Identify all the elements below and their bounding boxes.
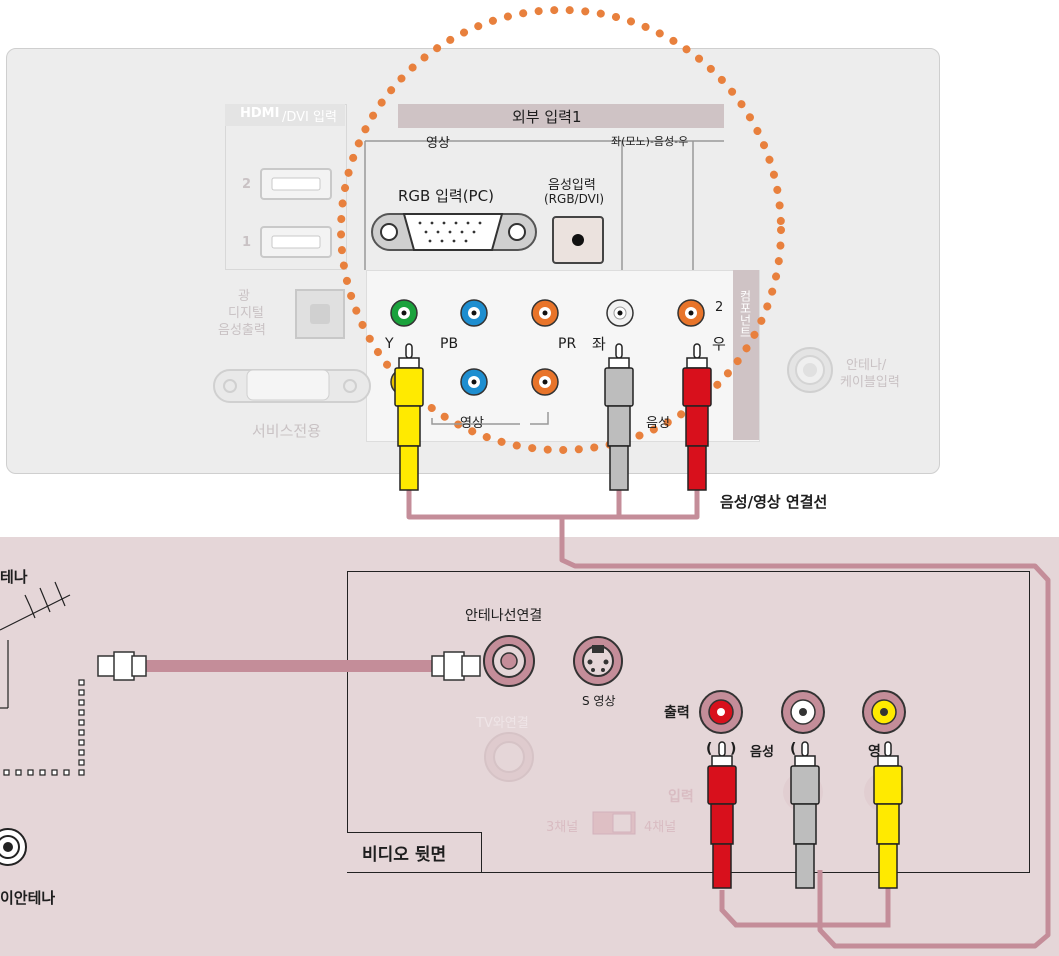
paren-right-label: ) — [730, 741, 737, 757]
video-lower-label: 영상 — [460, 416, 484, 431]
hdmi-port-2-icon — [260, 168, 332, 200]
service-label: 서비스전용 — [252, 422, 322, 440]
component-pr-jack-icon — [531, 299, 559, 327]
tv-video-plug-yellow — [394, 343, 424, 491]
audio-in-jack-icon — [552, 216, 604, 264]
vcr-audio-left-output-icon — [781, 690, 825, 734]
channel-4-label: 4채널 — [644, 820, 677, 835]
component-side-bar — [733, 270, 759, 440]
component-y-jack-icon — [390, 299, 418, 327]
component-y-label: Y — [385, 336, 394, 352]
s-video-jack-icon — [573, 636, 623, 686]
row2-pr-jack-icon — [531, 368, 559, 396]
outdoor-antenna-icon — [0, 581, 71, 709]
output-label: 출력 — [664, 705, 690, 721]
av-cable-label: 음성/영상 연결선 — [720, 493, 828, 511]
optical-port-icon — [295, 289, 345, 339]
component-pb-label: PB — [440, 336, 459, 352]
audio-lower-label: 음성 — [646, 416, 670, 431]
dotted-lead-line — [3, 679, 85, 776]
component-side-label: 컴포넌트 — [738, 290, 752, 338]
vcr-video-output-icon — [862, 690, 906, 734]
input-two-label: 2 — [715, 300, 724, 315]
paren-left-label: ( — [706, 741, 713, 757]
component-pr-label: PR — [558, 336, 577, 352]
vcr-audio-right-plug-red — [707, 741, 737, 889]
vcr-audio-label: 음성 — [750, 745, 774, 760]
cable-antenna-jack-icon — [0, 828, 27, 866]
hdmi-title-label: /DVI 입력 — [282, 110, 337, 125]
external-input-header — [398, 104, 724, 128]
rgb-input-label: RGB 입력(PC) — [398, 187, 494, 205]
outdoor-antenna-label: 테나 — [0, 568, 28, 586]
audio-right-jack-icon — [677, 299, 705, 327]
vcr-audio-right-output-icon — [699, 690, 743, 734]
vcr-video-plug-yellow — [873, 741, 903, 889]
channel-3-label: 3채널 — [546, 820, 579, 835]
channel-switch-icon — [592, 811, 636, 835]
vcr-caption-box — [347, 832, 482, 872]
hdmi-port-1-label: 1 — [242, 235, 252, 250]
s-video-label: S 영상 — [582, 694, 616, 708]
vcr-video-label: 영 — [868, 744, 881, 760]
vcr-back-panel — [347, 571, 1030, 873]
video-section-label: 영상 — [426, 136, 450, 151]
audio-left-jack-icon — [606, 299, 634, 327]
vcr-audio-left-plug-gray — [790, 741, 820, 889]
component-pb-jack-icon — [460, 299, 488, 327]
antenna-coax-cable — [97, 651, 481, 681]
optical-label-line3: 음성출력 — [218, 323, 266, 338]
tv-audio-left-plug-gray — [604, 343, 634, 491]
audio-left-label: 좌 — [592, 335, 606, 353]
tv-antenna-jack-icon — [787, 347, 833, 393]
vcr-back-caption: 비디오 뒷면 — [362, 845, 447, 865]
hdmi-panel-header — [225, 104, 345, 126]
vcr-antenna-jack-icon — [483, 635, 535, 687]
paren-left2-label: ( — [790, 741, 797, 757]
tv-audio-right-plug-red — [682, 343, 712, 491]
vcr-input-label: 입력 — [668, 789, 694, 805]
vcr-av-cable — [719, 870, 891, 928]
audio-right-label: 우 — [712, 335, 726, 353]
tv-connect-label: TV와연결 — [476, 716, 529, 731]
service-port-icon — [212, 369, 372, 403]
hdmi-port-1-icon — [260, 226, 332, 258]
antenna-input-line1: 안테나/ — [846, 358, 887, 373]
hdmi-port-2-label: 2 — [242, 177, 252, 192]
row2-pb-jack-icon — [460, 368, 488, 396]
audio-input-label-line2: (RGB/DVI) — [544, 192, 605, 206]
optical-label-line1: 광 — [238, 289, 250, 304]
audio-section-label: 좌(모노)-음성-우 — [611, 135, 689, 148]
audio-input-label-line1: 음성입력 — [548, 178, 596, 193]
optical-label-line2: 디지털 — [228, 306, 264, 321]
antenna-connect-label: 안테나선연결 — [465, 608, 543, 624]
cable-antenna-label: 이안테나 — [0, 889, 56, 907]
antenna-input-line2: 케이블입력 — [840, 375, 900, 390]
external-input-title: 외부 입력1 — [512, 108, 582, 126]
tv-connect-jack-icon — [484, 732, 534, 782]
rgb-port-icon — [370, 213, 538, 251]
hdmi-brand-label: HDMI — [240, 106, 280, 121]
zoom-circle-dots — [337, 6, 785, 454]
